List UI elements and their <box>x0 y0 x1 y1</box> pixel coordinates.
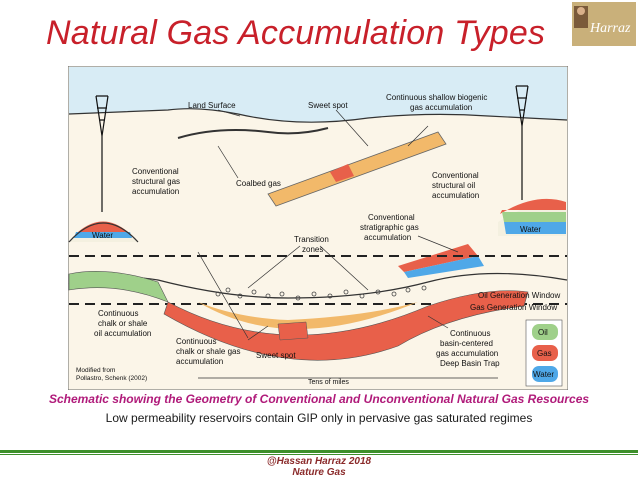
label-chalk-gas-2: chalk or shale gas <box>176 347 240 356</box>
label-conv-struct-gas-3: accumulation <box>132 187 179 196</box>
footer-author: @Hassan Harraz 2018 <box>0 456 638 467</box>
label-modified-1: Modified from <box>76 367 115 374</box>
label-basin-1: Continuous <box>450 329 490 338</box>
label-biogenic-1: Continuous shallow biogenic <box>386 93 487 102</box>
label-conv-struct-oil-2: structural oil <box>432 181 475 190</box>
label-conv-struct-oil-1: Conventional <box>432 171 479 180</box>
label-transition-1: Transition <box>294 235 329 244</box>
legend: Oil Gas Water <box>526 320 562 386</box>
legend-water: Water <box>533 370 554 379</box>
footer-divider-thin <box>0 454 638 455</box>
label-biogenic-2: gas accumulation <box>410 103 472 112</box>
footer: @Hassan Harraz 2018 Nature Gas <box>0 456 638 478</box>
author-logo: Harraz <box>572 2 636 46</box>
svg-text:Harraz: Harraz <box>589 21 631 36</box>
label-conv-strat-3: accumulation <box>364 233 411 242</box>
label-conv-struct-gas-2: structural gas <box>132 177 180 186</box>
label-conv-strat-1: Conventional <box>368 213 415 222</box>
label-gas-window: Gas Generation Window <box>470 303 557 312</box>
label-water-left: Water <box>92 231 113 240</box>
label-water-right: Water <box>520 225 541 234</box>
label-land-surface: Land Surface <box>188 101 236 110</box>
label-transition-2: zones <box>302 245 323 254</box>
accumulation-schematic: Land Surface Sweet spot Continuous shall… <box>68 66 568 390</box>
label-scale: Tens of miles <box>308 379 349 386</box>
label-chalk-oil-2: chalk or shale <box>98 319 148 328</box>
label-conv-struct-gas-1: Conventional <box>132 167 179 176</box>
figure-subcaption: Low permeability reservoirs contain GIP … <box>0 411 638 425</box>
legend-gas: Gas <box>537 349 552 358</box>
label-chalk-gas-1: Continuous <box>176 337 216 346</box>
label-coalbed-gas: Coalbed gas <box>236 179 281 188</box>
footer-topic: Nature Gas <box>0 467 638 478</box>
label-basin-4: Deep Basin Trap <box>440 359 500 368</box>
label-basin-3: gas accumulation <box>436 349 498 358</box>
legend-oil: Oil <box>538 328 548 337</box>
label-sweet-spot-top: Sweet spot <box>308 101 348 110</box>
label-chalk-oil-3: oil accumulation <box>94 329 151 338</box>
label-conv-struct-oil-3: accumulation <box>432 191 479 200</box>
label-chalk-gas-3: accumulation <box>176 357 223 366</box>
label-modified-2: Pollastro, Schenk (2002) <box>76 375 147 382</box>
label-basin-2: basin-centered <box>440 339 493 348</box>
figure-caption: Schematic showing the Geometry of Conven… <box>0 392 638 406</box>
label-chalk-oil-1: Continuous <box>98 309 138 318</box>
label-oil-window: Oil Generation Window <box>478 291 560 300</box>
label-sweet-spot-bottom: Sweet spot <box>256 351 296 360</box>
footer-divider <box>0 450 638 453</box>
label-conv-strat-2: stratigraphic gas <box>360 223 419 232</box>
slide-title: Natural Gas Accumulation Types <box>46 14 545 53</box>
